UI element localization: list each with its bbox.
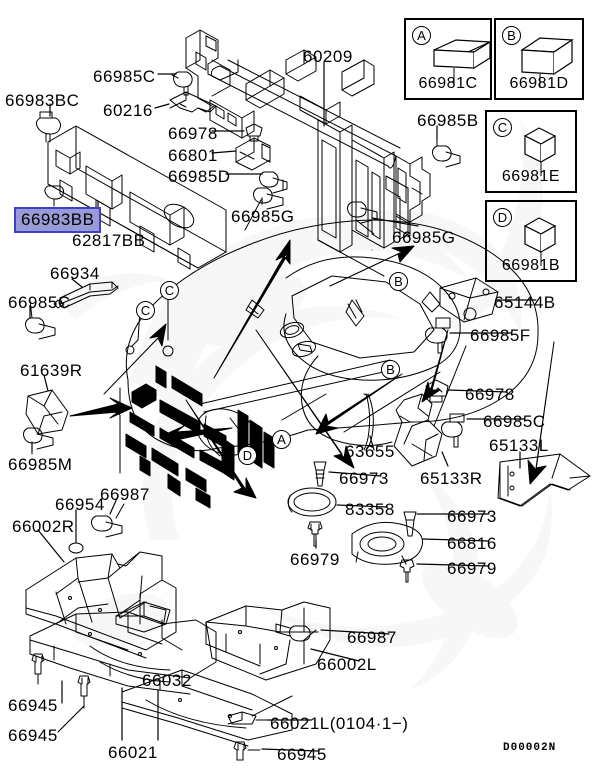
inset-box-A: A 66981C (404, 18, 492, 100)
part-label-66021L[interactable]: 66021L(0104·1−) (270, 714, 409, 733)
part-label-66979-right[interactable]: 66979 (447, 559, 497, 578)
part-label-66973-right[interactable]: 66973 (447, 507, 497, 526)
part-label-66985B[interactable]: 66985B (417, 111, 479, 130)
part-label-66816[interactable]: 66816 (447, 534, 497, 553)
inset-part-B-icon (520, 37, 574, 88)
part-label-66021[interactable]: 66021 (108, 743, 158, 762)
part-label-62817BB[interactable]: 62817BB (72, 231, 146, 250)
part-label-66985C-right[interactable]: 66985C (483, 412, 546, 431)
part-label-66002L[interactable]: 66002L (317, 655, 377, 674)
inset-code-D: 66981B (501, 257, 561, 274)
highlighted-part-label-66983BB[interactable]: 66983BB (14, 207, 102, 233)
part-label-66954[interactable]: 66954 (55, 495, 105, 514)
inset-box-C: C 66981E (485, 110, 577, 193)
inset-letter-D: D (493, 208, 512, 227)
inset-box-B: B 66981D (494, 18, 584, 100)
part-label-66978-right[interactable]: 66978 (465, 385, 515, 404)
part-label-66945-1[interactable]: 66945 (8, 696, 58, 715)
part-label-66985F[interactable]: 66985F (470, 326, 531, 345)
circle-marker-B-1: B (389, 272, 408, 291)
inset-code-C: 66981E (501, 168, 561, 185)
part-label-65133L[interactable]: 65133L (489, 436, 549, 455)
part-label-66985C-top[interactable]: 66985C (93, 67, 156, 86)
part-label-66945-2[interactable]: 66945 (8, 726, 58, 745)
inset-part-C-icon (523, 127, 557, 176)
part-label-66002R[interactable]: 66002R (12, 517, 75, 536)
circle-marker-A-1: A (272, 430, 291, 449)
part-label-66987-left[interactable]: 66987 (100, 485, 150, 504)
part-label-60216[interactable]: 60216 (103, 101, 153, 120)
part-label-60209[interactable]: 60209 (303, 47, 353, 66)
part-label-61639R[interactable]: 61639R (20, 361, 83, 380)
part-label-66973-left[interactable]: 66973 (339, 469, 389, 488)
part-label-66985M[interactable]: 66985M (8, 455, 73, 474)
inset-part-A-icon (433, 39, 491, 84)
part-label-66985G-left[interactable]: 66985G (231, 207, 295, 226)
circle-marker-C-1: C (160, 281, 179, 300)
inset-letter-B: B (502, 26, 521, 45)
part-label-66978-top[interactable]: 66978 (168, 124, 218, 143)
part-label-66979-left[interactable]: 66979 (290, 550, 340, 569)
inset-code-A: 66981C (418, 75, 478, 92)
inset-letter-C: C (493, 118, 512, 137)
inset-code-B: 66981D (509, 75, 569, 92)
diagram-footer-code: D00002N (503, 742, 557, 754)
part-label-66987-right[interactable]: 66987 (347, 628, 397, 647)
part-label-66985G-right[interactable]: 66985G (392, 228, 456, 247)
part-label-63655[interactable]: 63655 (345, 442, 395, 461)
part-label-83358[interactable]: 83358 (345, 500, 395, 519)
part-label-65133R[interactable]: 65133R (420, 469, 483, 488)
part-label-66032[interactable]: 66032 (142, 671, 192, 690)
part-label-66801[interactable]: 66801 (168, 146, 218, 165)
part-label-66934[interactable]: 66934 (50, 264, 100, 283)
circle-marker-D-1: D (238, 446, 257, 465)
part-label-66985C-left[interactable]: 66985C (8, 293, 71, 312)
inset-part-D-icon (523, 217, 557, 266)
part-label-65144B[interactable]: 65144B (494, 293, 556, 312)
part-label-66945-3[interactable]: 66945 (277, 745, 327, 764)
circle-marker-B-2: B (381, 360, 400, 379)
circle-marker-C-2: C (136, 301, 155, 320)
inset-letter-A: A (412, 26, 431, 45)
inset-box-D: D 66981B (485, 200, 577, 282)
part-label-66985D[interactable]: 66985D (168, 167, 231, 186)
part-label-66983BC[interactable]: 66983BC (5, 91, 80, 110)
